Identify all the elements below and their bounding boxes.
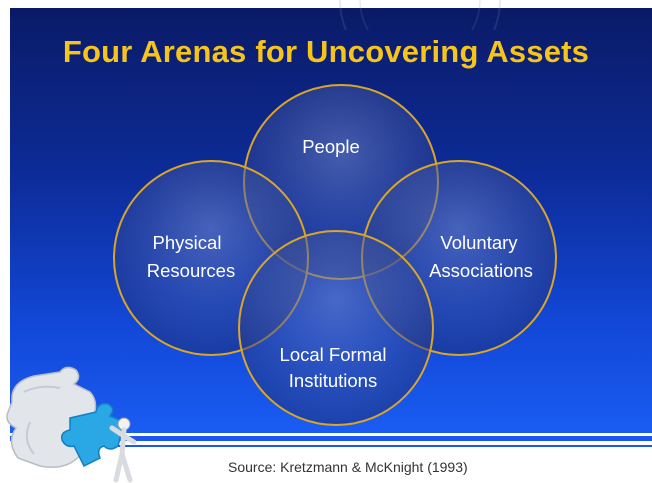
label-institutions-line2: Institutions (289, 370, 377, 391)
label-institutions-line1: Local Formal (280, 344, 387, 365)
label-voluntary-line1: Voluntary (440, 232, 518, 253)
circle-local-formal-institutions (238, 230, 434, 426)
footer-rule-thin (118, 445, 652, 447)
puzzle-clipart-icon (6, 366, 137, 483)
label-people: People (302, 136, 360, 157)
footer-rule (10, 436, 652, 441)
watermark-emblem (339, 0, 501, 30)
source-citation: Source: Kretzmann & McKnight (1993) (228, 459, 468, 475)
slide-title: Four Arenas for Uncovering Assets (62, 34, 590, 69)
label-physical-line2: Resources (147, 260, 235, 281)
label-voluntary-line2: Associations (429, 260, 533, 281)
label-physical-line1: Physical (153, 232, 222, 253)
